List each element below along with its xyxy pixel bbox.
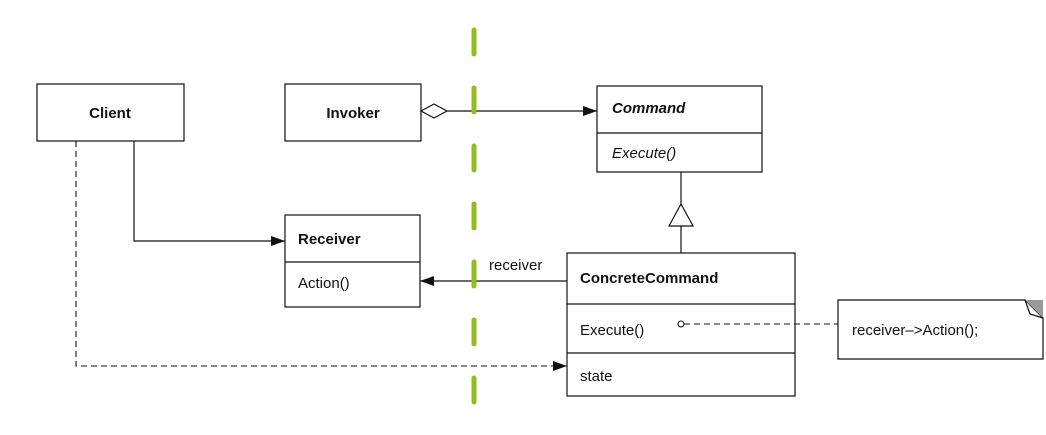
client-concrete-command-arrowhead	[553, 361, 567, 371]
client-receiver-link	[133, 141, 285, 242]
concrete-command-receiver-arrowhead	[420, 276, 434, 286]
client-title: Client	[89, 105, 131, 122]
invoker-title: Invoker	[326, 105, 380, 122]
concrete-command-operation: Execute()	[580, 322, 644, 339]
receiver-role-label: receiver	[489, 257, 542, 274]
command-box	[596, 85, 763, 173]
aggregation-diamond	[419, 103, 449, 119]
client-receiver-arrowhead	[271, 236, 285, 246]
note-corner-fold	[1024, 299, 1044, 319]
client-box	[36, 83, 185, 142]
invoker-box	[284, 83, 422, 142]
note-corner-shade	[1025, 300, 1043, 318]
command-title: Command	[612, 100, 686, 117]
invoker-class: Invoker	[284, 83, 422, 142]
note-box	[837, 299, 1044, 360]
client-concrete-command-dependency	[75, 141, 567, 367]
implementation-note: receiver–>Action();	[837, 299, 1044, 360]
note-text: receiver–>Action();	[852, 322, 978, 339]
note-anchor-circle	[677, 320, 685, 328]
concrete-command-attribute: state	[580, 368, 613, 385]
concrete-command-title: ConcreteCommand	[580, 270, 718, 287]
invoker-command-arrowhead	[583, 106, 597, 116]
command-class: Command Execute()	[596, 85, 763, 173]
receiver-title: Receiver	[298, 231, 361, 248]
client-class: Client	[36, 83, 185, 142]
command-operation: Execute()	[612, 145, 676, 162]
receiver-class: Receiver Action()	[284, 214, 421, 308]
receiver-operation: Action()	[298, 275, 350, 292]
generalization-triangle	[667, 202, 695, 227]
receiver-box	[284, 214, 421, 308]
